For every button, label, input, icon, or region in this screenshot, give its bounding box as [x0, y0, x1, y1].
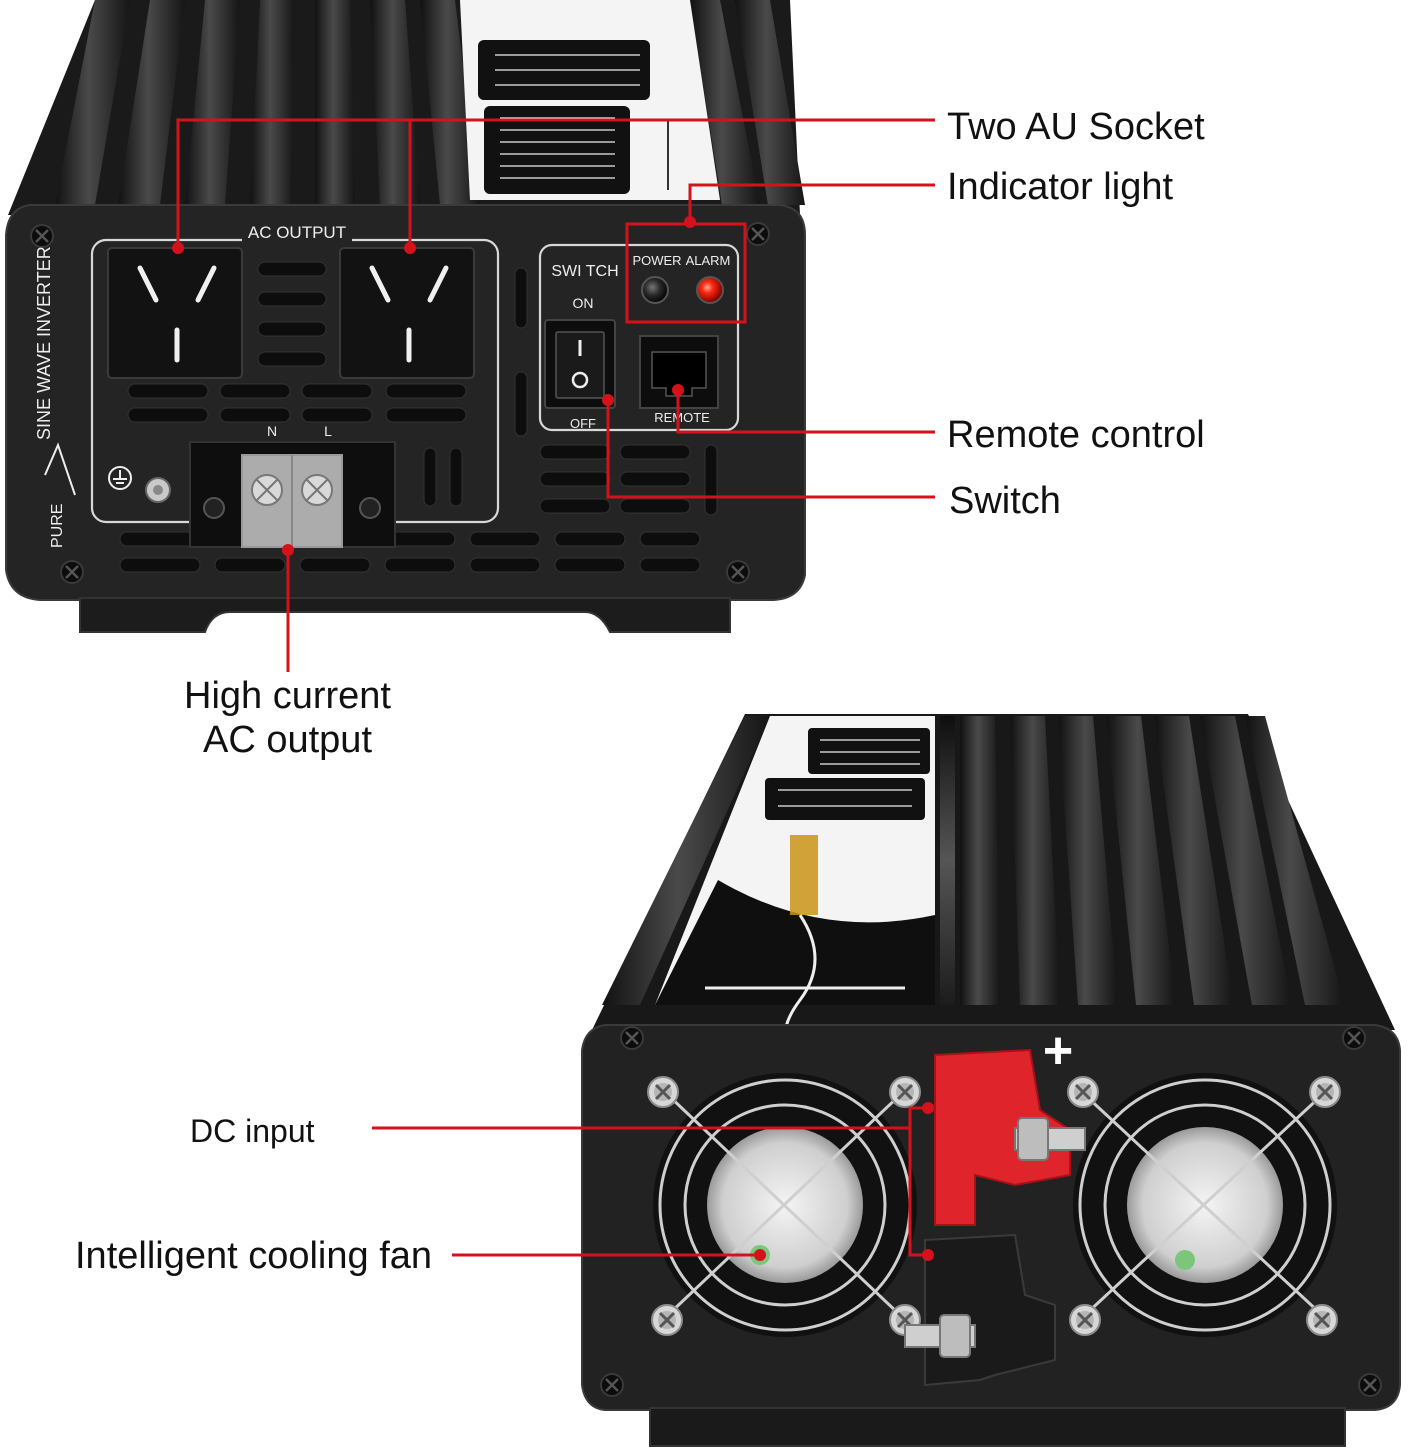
au-socket-right	[339, 247, 475, 379]
screw-icon	[1066, 1075, 1100, 1109]
au-socket-left	[107, 247, 243, 379]
heat-fins-top	[55, 0, 805, 205]
callout-high-current: High current AC output	[150, 675, 425, 762]
negative-terminal	[904, 1233, 1056, 1387]
screw-icon	[1341, 1025, 1367, 1051]
screw-icon	[650, 1303, 684, 1337]
callout-high-current-line2: AC output	[203, 718, 372, 761]
callout-indicator-light: Indicator light	[947, 166, 1174, 208]
fan-guard-icon	[653, 1073, 917, 1337]
ac-output-label: AC OUTPUT	[248, 223, 346, 242]
screw-icon	[1305, 1303, 1339, 1337]
ground-symbol-icon	[108, 466, 132, 490]
switch-label: SWI TCH	[551, 263, 618, 280]
rocker-switch	[544, 319, 616, 409]
top-inverter: SINE WAVE INVERTER PURE AC OUTPUT	[5, 0, 806, 633]
plus-symbol: +	[1043, 1022, 1073, 1080]
ac-terminal-block	[189, 441, 396, 548]
power-label: POWER	[632, 253, 681, 268]
heat-fins-bottom	[602, 716, 1345, 1005]
screw-icon	[29, 223, 55, 249]
screw-icon	[888, 1075, 922, 1109]
callout-cooling-fan: Intelligent cooling fan	[75, 1235, 433, 1277]
on-label: ON	[573, 295, 594, 311]
bottom-inverter: +	[581, 714, 1401, 1447]
alarm-led	[696, 276, 724, 304]
screw-icon	[725, 559, 751, 585]
leader-lines	[176, 118, 935, 1257]
screw-icon	[619, 1025, 645, 1051]
screw-icon	[1308, 1075, 1342, 1109]
vents	[119, 261, 718, 573]
screw-icon	[599, 1372, 625, 1398]
alarm-label: ALARM	[686, 253, 731, 268]
side-label: SINE WAVE INVERTER	[34, 246, 54, 440]
control-outline	[538, 243, 740, 432]
power-led	[641, 276, 669, 304]
callout-switch: Switch	[949, 480, 1061, 522]
neutral-label: N	[267, 423, 277, 439]
leader-dots	[172, 216, 934, 1261]
screw-icon	[59, 559, 85, 585]
callout-two-au-socket: Two AU Socket	[947, 106, 1205, 148]
callout-dc-input: DC input	[190, 1113, 315, 1149]
off-label: OFF	[570, 416, 596, 431]
screw-icon	[646, 1075, 680, 1109]
screw-icon	[1068, 1303, 1102, 1337]
live-label: L	[324, 423, 332, 439]
fan-sticker	[1175, 1250, 1195, 1270]
screw-icon	[745, 221, 771, 247]
positive-terminal	[934, 1048, 1086, 1226]
callout-remote-control: Remote control	[947, 414, 1205, 456]
screw-icon	[1357, 1372, 1383, 1398]
remote-label: REMOTE	[654, 410, 710, 425]
fan-guard-icon	[1073, 1073, 1337, 1337]
pure-label: PURE	[49, 504, 66, 548]
callout-high-current-line1: High current	[184, 675, 391, 717]
